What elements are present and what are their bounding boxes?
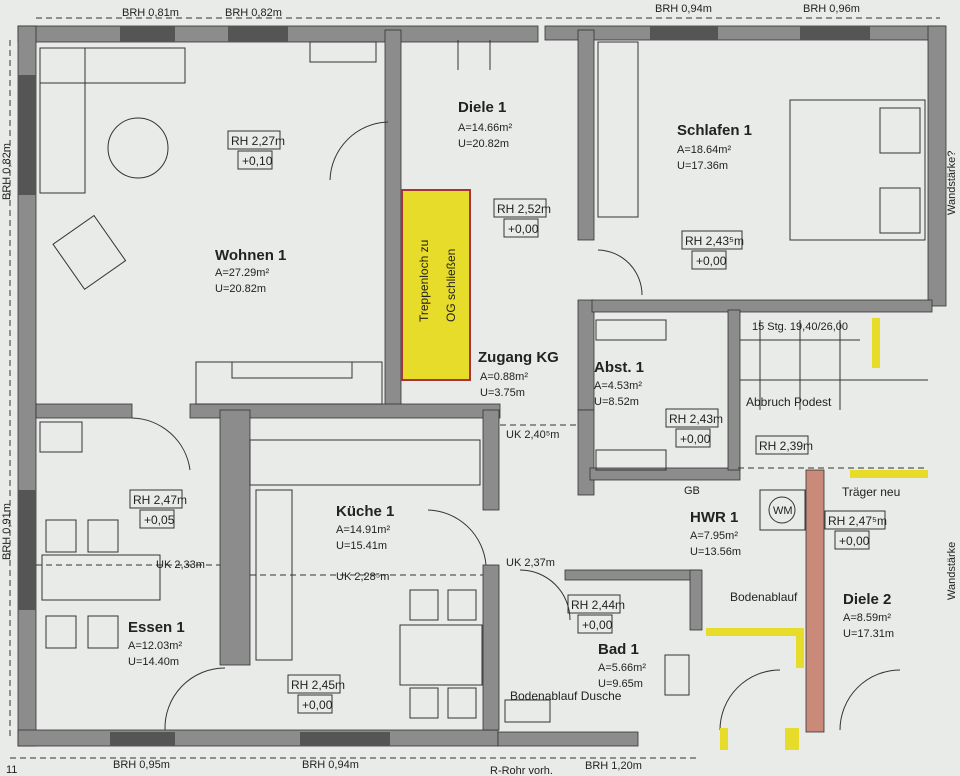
svg-text:A=18.64m²: A=18.64m²	[677, 144, 731, 156]
svg-text:+0,10: +0,10	[242, 154, 273, 168]
svg-text:RH 2,52m: RH 2,52m	[497, 202, 551, 216]
svg-text:U=8.52m: U=8.52m	[594, 396, 639, 408]
svg-text:BRH 0,94m: BRH 0,94m	[655, 3, 712, 15]
room-diele-1: Diele 1 A=14.66m² U=20.82m	[458, 99, 512, 150]
svg-text:HWR 1: HWR 1	[690, 509, 738, 526]
stair-hole	[401, 189, 471, 381]
svg-text:U=17.36m: U=17.36m	[677, 160, 728, 172]
furniture	[39, 40, 928, 731]
svg-text:+0,00: +0,00	[508, 222, 539, 236]
height-tags	[129, 130, 886, 714]
svg-text:Küche 1: Küche 1	[336, 503, 394, 520]
svg-text:RH 2,47m: RH 2,47m	[133, 493, 187, 507]
svg-text:BRH 1,20m: BRH 1,20m	[585, 760, 642, 772]
svg-text:BRH 0,91m: BRH 0,91m	[1, 503, 13, 560]
svg-text:UK 2,33m: UK 2,33m	[156, 559, 205, 571]
dimension-labels: BRH 0,81m BRH 0,82m BRH 0,94m BRH 0,96m …	[1, 3, 860, 772]
room-wohnen: Wohnen 1 A=27.29m² U=20.82m	[215, 247, 286, 295]
room-essen: Essen 1 A=12.03m² U=14.40m	[128, 619, 185, 668]
dashed-lines	[9, 17, 940, 759]
svg-text:RH 2,43⁵m: RH 2,43⁵m	[685, 234, 744, 248]
svg-text:Zugang KG: Zugang KG	[478, 349, 559, 366]
room-kueche: Küche 1 A=14.91m² U=15.41m	[336, 503, 394, 552]
svg-text:A=5.66m²: A=5.66m²	[598, 662, 646, 674]
svg-text:RH 2,44m: RH 2,44m	[571, 598, 625, 612]
room-zugang-kg: Zugang KG A=0.88m² U=3.75m	[478, 349, 559, 399]
svg-text:Abst. 1: Abst. 1	[594, 359, 644, 376]
svg-text:RH 2,47⁵m: RH 2,47⁵m	[828, 514, 887, 528]
notes: Treppenloch zu OG schließen 15 Stg. 19,4…	[6, 151, 958, 776]
svg-text:A=7.95m²: A=7.95m²	[690, 530, 738, 542]
svg-text:BRH 0,82m: BRH 0,82m	[225, 7, 282, 19]
svg-text:BRH 0,81m: BRH 0,81m	[122, 7, 179, 19]
svg-text:Diele 2: Diele 2	[843, 591, 891, 608]
svg-text:11: 11	[6, 764, 17, 776]
svg-text:U=3.75m: U=3.75m	[480, 387, 525, 399]
height-tag-text: RH 2,27m +0,10 RH 2,52m +0,00 RH 2,43⁵m …	[133, 134, 887, 712]
svg-text:BRH 0,82m: BRH 0,82m	[1, 143, 13, 200]
svg-text:UK 2,40⁵m: UK 2,40⁵m	[506, 429, 559, 441]
svg-text:Diele 1: Diele 1	[458, 99, 506, 116]
svg-text:+0,00: +0,00	[696, 254, 727, 268]
svg-text:BRH 0,96m: BRH 0,96m	[803, 3, 860, 15]
svg-text:R-Rohr vorh.: R-Rohr vorh.	[490, 765, 553, 776]
svg-text:U=20.82m: U=20.82m	[215, 283, 266, 295]
svg-text:A=27.29m²: A=27.29m²	[215, 267, 269, 279]
room-schlafen: Schlafen 1 A=18.64m² U=17.36m	[677, 122, 752, 172]
svg-text:UK 2,37m: UK 2,37m	[506, 557, 555, 569]
svg-text:OG schließen: OG schließen	[444, 249, 458, 322]
svg-text:WM: WM	[773, 505, 793, 517]
svg-text:Essen 1: Essen 1	[128, 619, 185, 636]
svg-text:Träger neu: Träger neu	[842, 485, 900, 499]
svg-text:+0,00: +0,00	[582, 618, 613, 632]
svg-text:Bad 1: Bad 1	[598, 641, 639, 658]
svg-text:A=0.88m²: A=0.88m²	[480, 371, 528, 383]
svg-text:Wandstärke?: Wandstärke?	[946, 151, 958, 215]
svg-text:RH 2,39m: RH 2,39m	[759, 439, 813, 453]
svg-text:+0,05: +0,05	[144, 513, 175, 527]
svg-text:Bodenablauf: Bodenablauf	[730, 590, 798, 604]
svg-text:A=14.91m²: A=14.91m²	[336, 524, 390, 536]
svg-text:U=13.56m: U=13.56m	[690, 546, 741, 558]
windows	[18, 26, 870, 746]
svg-text:U=20.82m: U=20.82m	[458, 138, 509, 150]
svg-text:Bodenablauf Dusche: Bodenablauf Dusche	[510, 689, 622, 703]
svg-text:15 Stg. 19,40/26,00: 15 Stg. 19,40/26,00	[752, 321, 848, 333]
svg-text:Wohnen 1: Wohnen 1	[215, 247, 286, 264]
svg-text:U=14.40m: U=14.40m	[128, 656, 179, 668]
svg-text:+0,00: +0,00	[302, 698, 333, 712]
svg-text:U=17.31m: U=17.31m	[843, 628, 894, 640]
room-hwr: HWR 1 A=7.95m² U=13.56m	[690, 509, 741, 558]
svg-text:+0,00: +0,00	[839, 534, 870, 548]
svg-text:RH 2,45m: RH 2,45m	[291, 678, 345, 692]
svg-text:Wandstärke: Wandstärke	[946, 542, 958, 600]
svg-text:A=12.03m²: A=12.03m²	[128, 640, 182, 652]
svg-text:A=8.59m²: A=8.59m²	[843, 612, 891, 624]
svg-text:RH 2,27m: RH 2,27m	[231, 134, 285, 148]
room-bad: Bad 1 A=5.66m² U=9.65m	[598, 641, 646, 690]
svg-text:GB: GB	[684, 485, 700, 497]
svg-text:Treppenloch zu: Treppenloch zu	[417, 240, 431, 322]
beams	[706, 318, 928, 750]
svg-text:A=14.66m²: A=14.66m²	[458, 122, 512, 134]
svg-text:UK 2,28⁵m: UK 2,28⁵m	[336, 571, 389, 583]
svg-text:RH 2,43m: RH 2,43m	[669, 412, 723, 426]
svg-text:BRH 0,94m: BRH 0,94m	[302, 759, 359, 771]
svg-text:+0,00: +0,00	[680, 432, 711, 446]
svg-text:U=9.65m: U=9.65m	[598, 678, 643, 690]
svg-text:BRH 0,95m: BRH 0,95m	[113, 759, 170, 771]
room-diele-2: Diele 2 A=8.59m² U=17.31m	[843, 591, 894, 640]
svg-text:A=4.53m²: A=4.53m²	[594, 380, 642, 392]
svg-text:U=15.41m: U=15.41m	[336, 540, 387, 552]
svg-text:Abbruch Podest: Abbruch Podest	[746, 395, 832, 409]
room-abst: Abst. 1 A=4.53m² U=8.52m	[594, 359, 644, 408]
svg-text:Schlafen 1: Schlafen 1	[677, 122, 752, 139]
room-labels: Wohnen 1 A=27.29m² U=20.82m Diele 1 A=14…	[128, 99, 894, 690]
